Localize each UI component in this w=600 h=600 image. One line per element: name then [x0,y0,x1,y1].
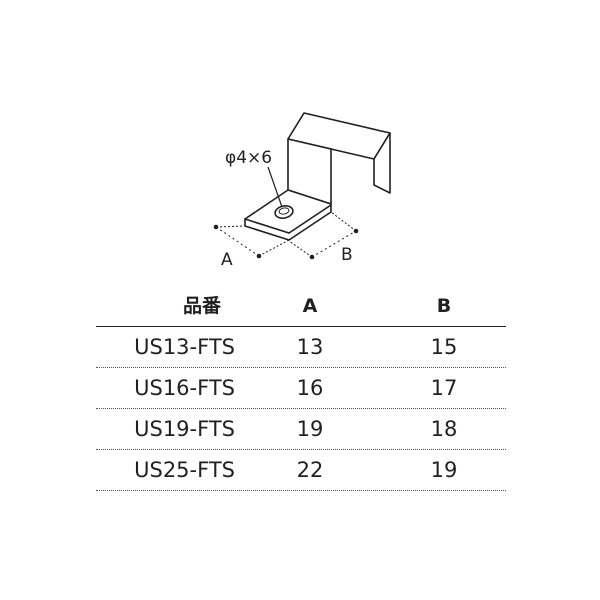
table-header-row: 品番 A B [96,286,506,326]
dimension-b-label: B [341,245,353,265]
spec-table: 品番 A B US13-FTS 13 15 US16-FTS 16 17 US1… [96,286,506,491]
row-divider [96,408,506,409]
part-number-cell: US25-FTS [134,458,235,482]
bracket-right-side [373,132,391,194]
row-divider [96,449,506,450]
table-row: US13-FTS 13 15 [96,327,506,367]
row-divider [96,367,506,368]
part-number-cell: US19-FTS [134,417,235,441]
part-number-cell: US16-FTS [134,376,235,400]
table-row: US19-FTS 19 18 [96,409,506,449]
part-number-cell: US13-FTS [134,335,235,359]
header-part-number: 品番 [182,295,221,317]
header-rule [96,326,506,327]
dimension-a [213,224,290,259]
dimension-b [288,211,359,260]
hole-size-label: φ4×6 [225,148,272,168]
table-row: US16-FTS 16 17 [96,368,506,408]
dimension-a-label: A [221,250,233,270]
bracket-drawing: φ4×6 A B [213,112,391,270]
table-row: US25-FTS 22 19 [96,450,506,490]
row-divider [96,490,506,491]
hole-leader-line [267,166,283,208]
